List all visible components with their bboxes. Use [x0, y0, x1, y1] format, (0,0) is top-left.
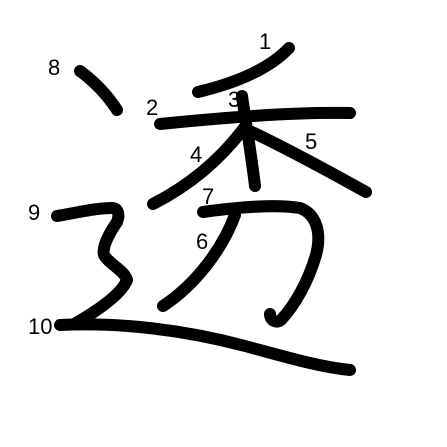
stroke-10: [54, 318, 356, 376]
stroke-number-7: 7: [202, 184, 214, 209]
stroke-number-1: 1: [259, 29, 271, 54]
stroke-number-10: 10: [28, 314, 52, 339]
stroke-number-9: 9: [28, 200, 40, 225]
stroke-number-4: 4: [190, 142, 202, 167]
stroke-number-2: 2: [146, 95, 158, 120]
stroke-number-6: 6: [196, 229, 208, 254]
stroke-number-8: 8: [48, 55, 60, 80]
stroke-7: [197, 200, 325, 328]
stroke-4: [147, 122, 250, 210]
stroke-9: [51, 202, 133, 329]
stroke-5: [246, 126, 372, 198]
stroke-8: [74, 65, 123, 116]
stroke-3: [236, 90, 261, 192]
stroke-6: [157, 209, 241, 312]
stroke-2: [154, 106, 356, 130]
stroke-number-3: 3: [228, 87, 240, 112]
stroke-number-5: 5: [305, 129, 317, 154]
stroke-1: [192, 42, 295, 98]
